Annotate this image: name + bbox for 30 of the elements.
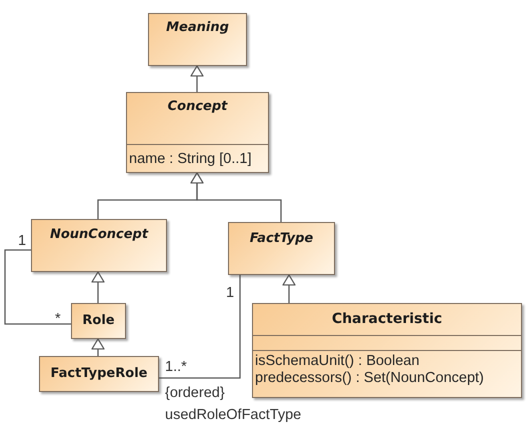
role-name-label: usedRoleOfFactType (165, 408, 302, 424)
class-name: FactTypeRole (50, 366, 148, 382)
class-box (39, 356, 159, 392)
operation-text: isSchemaUnit() : Boolean (255, 353, 420, 370)
class-name: Role (82, 313, 115, 329)
generalization-arrow (190, 65, 204, 92)
class-box (252, 303, 522, 398)
attribute-text: name : String [0..1] (129, 151, 252, 168)
multiplicity-label: 1..* (165, 360, 187, 376)
multiplicity-label: 1 (18, 234, 26, 250)
constraint-label: {ordered} (165, 386, 225, 402)
class-box (126, 92, 269, 173)
class-name: Meaning (166, 20, 229, 36)
generalization-arrow (190, 172, 282, 222)
multiplicity-label: * (55, 312, 61, 328)
generalization-arrow (282, 274, 296, 303)
class-name: Concept (168, 99, 228, 115)
generalization-arrow (91, 271, 105, 303)
association-line (4, 249, 71, 325)
association-line (159, 275, 241, 379)
class-box (148, 13, 247, 66)
class-name: Characteristic (332, 311, 442, 328)
generalization-arrow (91, 338, 105, 356)
class-box (31, 219, 167, 272)
operation-text: predecessors() : Set(NounConcept) (255, 370, 484, 386)
class-name: FactType (250, 231, 314, 247)
class-box (71, 303, 126, 339)
class-box (228, 222, 335, 275)
multiplicity-label: 1 (226, 286, 234, 302)
class-name: NounConcept (50, 227, 148, 243)
